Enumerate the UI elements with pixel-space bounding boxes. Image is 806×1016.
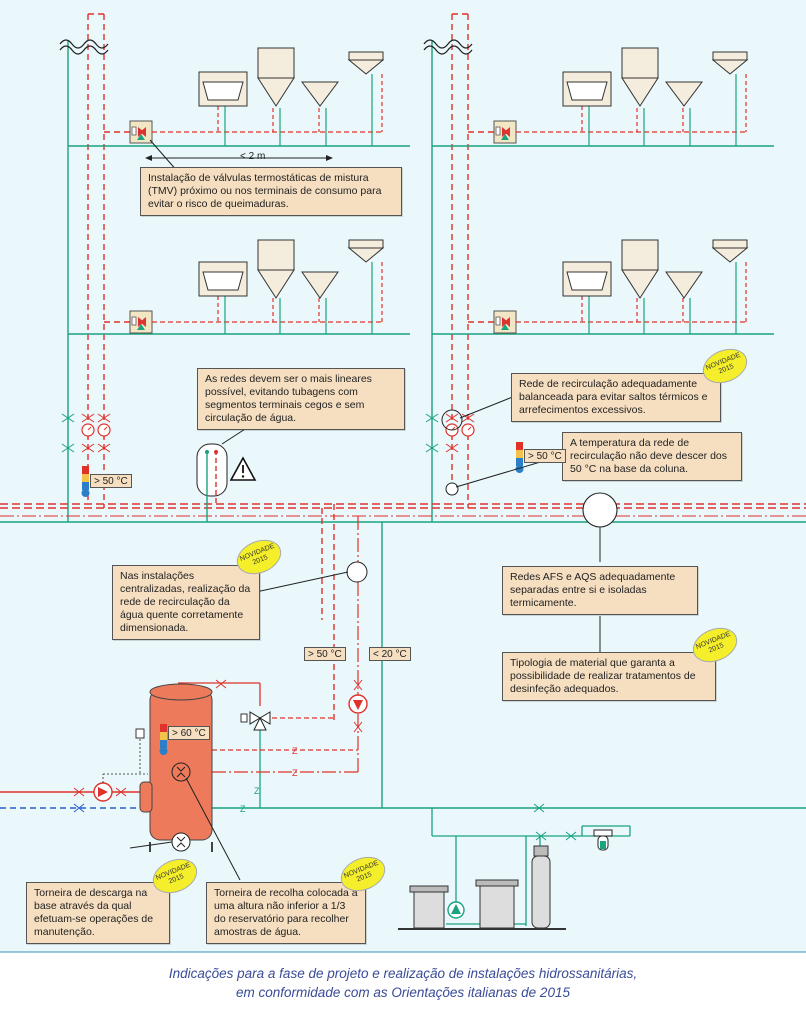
right-lower-floor xyxy=(493,239,749,334)
note-material: Tipologia de material que garanta a poss… xyxy=(502,652,716,701)
note-recirculation-balanced: Rede de recirculação adequadamente balan… xyxy=(511,373,721,422)
temp-hot-supply: > 50 °C xyxy=(304,647,346,661)
dead-leg-callout xyxy=(196,417,263,522)
note-tmv: Instalação de válvulas termostáticas de … xyxy=(140,167,402,216)
left-riser-valves xyxy=(61,413,111,497)
temp-right-column: > 50 °C xyxy=(524,449,566,463)
figure-caption-line2: em conformidade com as Orientações itali… xyxy=(236,985,570,1000)
note-sample-tap: Torneira de recolha colocada a uma altur… xyxy=(206,882,366,944)
boiler-tank xyxy=(139,683,213,852)
right-riser-valves xyxy=(425,409,524,496)
note-centralized: Nas instalações centralizadas, realizaçã… xyxy=(112,565,260,640)
treatment-equipment xyxy=(398,808,631,930)
note-drain-tap: Torneira de descarga na base através da … xyxy=(26,882,170,944)
temp-boiler: > 60 °C xyxy=(168,726,210,740)
horizontal-mains xyxy=(0,492,806,562)
svg-text:Z: Z xyxy=(254,786,260,796)
left-upper-floor xyxy=(129,47,385,161)
right-upper-floor xyxy=(493,47,749,146)
svg-text:Z: Z xyxy=(240,804,246,814)
figure-caption-line1: Indicações para a fase de projeto e real… xyxy=(168,966,638,981)
temp-cold-supply: < 20 °C xyxy=(369,647,411,661)
svg-text:Z: Z xyxy=(292,768,298,778)
temp-left-column: > 50 °C xyxy=(90,474,132,488)
left-lower-floor xyxy=(129,239,385,334)
note-linear-networks: As redes devem ser o mais lineares possí… xyxy=(197,368,405,430)
note-column-temperature: A temperatura da rede de recirculação nã… xyxy=(562,432,742,481)
leader-lines xyxy=(129,139,601,881)
svg-text:Z: Z xyxy=(292,746,298,756)
note-afs-aqs: Redes AFS e AQS adequadamente separadas … xyxy=(502,566,698,615)
distance-label: < 2 m xyxy=(240,151,266,162)
plant-room-pipes: Z Z Z Z xyxy=(0,504,806,814)
